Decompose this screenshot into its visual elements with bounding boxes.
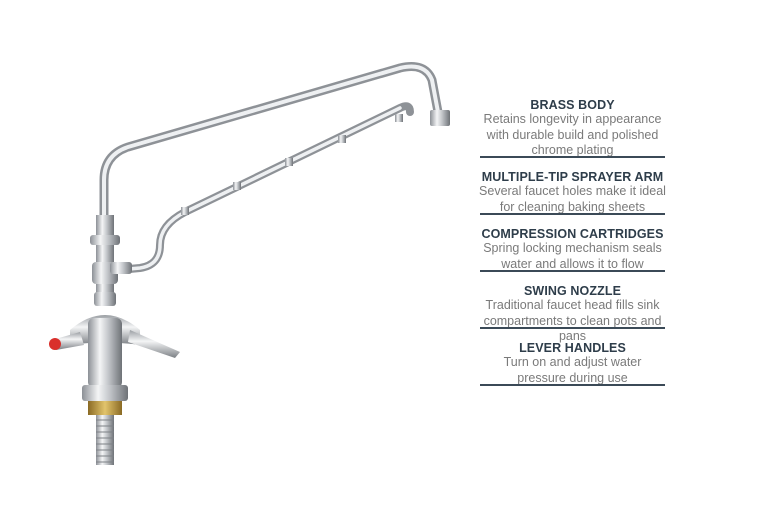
feature-description-line: Turn on and adjust water: [503, 355, 642, 369]
feature-description-line: Several faucet holes make it ideal: [479, 184, 666, 198]
feature-description-line: Spring locking mechanism seals: [483, 241, 662, 255]
divider: [480, 327, 665, 329]
feature-title: MULTIPLE-TIP SPRAYER ARM: [481, 170, 664, 184]
divider: [480, 213, 665, 215]
feature-lever-handles: LEVER HANDLES Turn on and adjust water p…: [470, 341, 675, 398]
feature-brass-body: BRASS BODY Retains longevity in appearan…: [470, 98, 675, 170]
feature-description-line: Retains longevity in appearance: [483, 112, 662, 126]
feature-title: BRASS BODY: [530, 98, 615, 112]
swing-nozzle-head: [430, 110, 450, 126]
feature-title: LEVER HANDLES: [519, 341, 626, 355]
divider: [480, 270, 665, 272]
divider: [480, 156, 665, 158]
faucet-illustration: [49, 62, 450, 465]
faucet-product-image: [49, 62, 450, 465]
feature-description-line: Traditional faucet head fills sink: [485, 298, 660, 312]
feature-title: COMPRESSION CARTRIDGES: [481, 227, 664, 241]
feature-sprayer-arm: MULTIPLE-TIP SPRAYER ARM Several faucet …: [470, 170, 675, 227]
sprayer-tips: [181, 114, 403, 215]
feature-description-line: compartments to clean pots and pans: [483, 313, 662, 344]
feature-title: SWING NOZZLE: [523, 284, 622, 298]
feature-description-line: for cleaning baking sheets: [499, 199, 646, 214]
feature-description-line: chrome plating: [531, 143, 614, 157]
feature-list: BRASS BODY Retains longevity in appearan…: [470, 98, 675, 398]
hot-indicator-cap: [49, 338, 61, 350]
feature-description-line: with durable build and polished: [486, 127, 659, 142]
feature-compression-cartridges: COMPRESSION CARTRIDGES Spring locking me…: [470, 227, 675, 284]
right-lever-handle: [128, 330, 180, 358]
divider: [480, 384, 665, 386]
feature-swing-nozzle: SWING NOZZLE Traditional faucet head fil…: [470, 284, 675, 343]
feature-description-line: water and allows it to flow: [501, 256, 644, 271]
feature-description-line: pressure during use: [517, 370, 628, 385]
